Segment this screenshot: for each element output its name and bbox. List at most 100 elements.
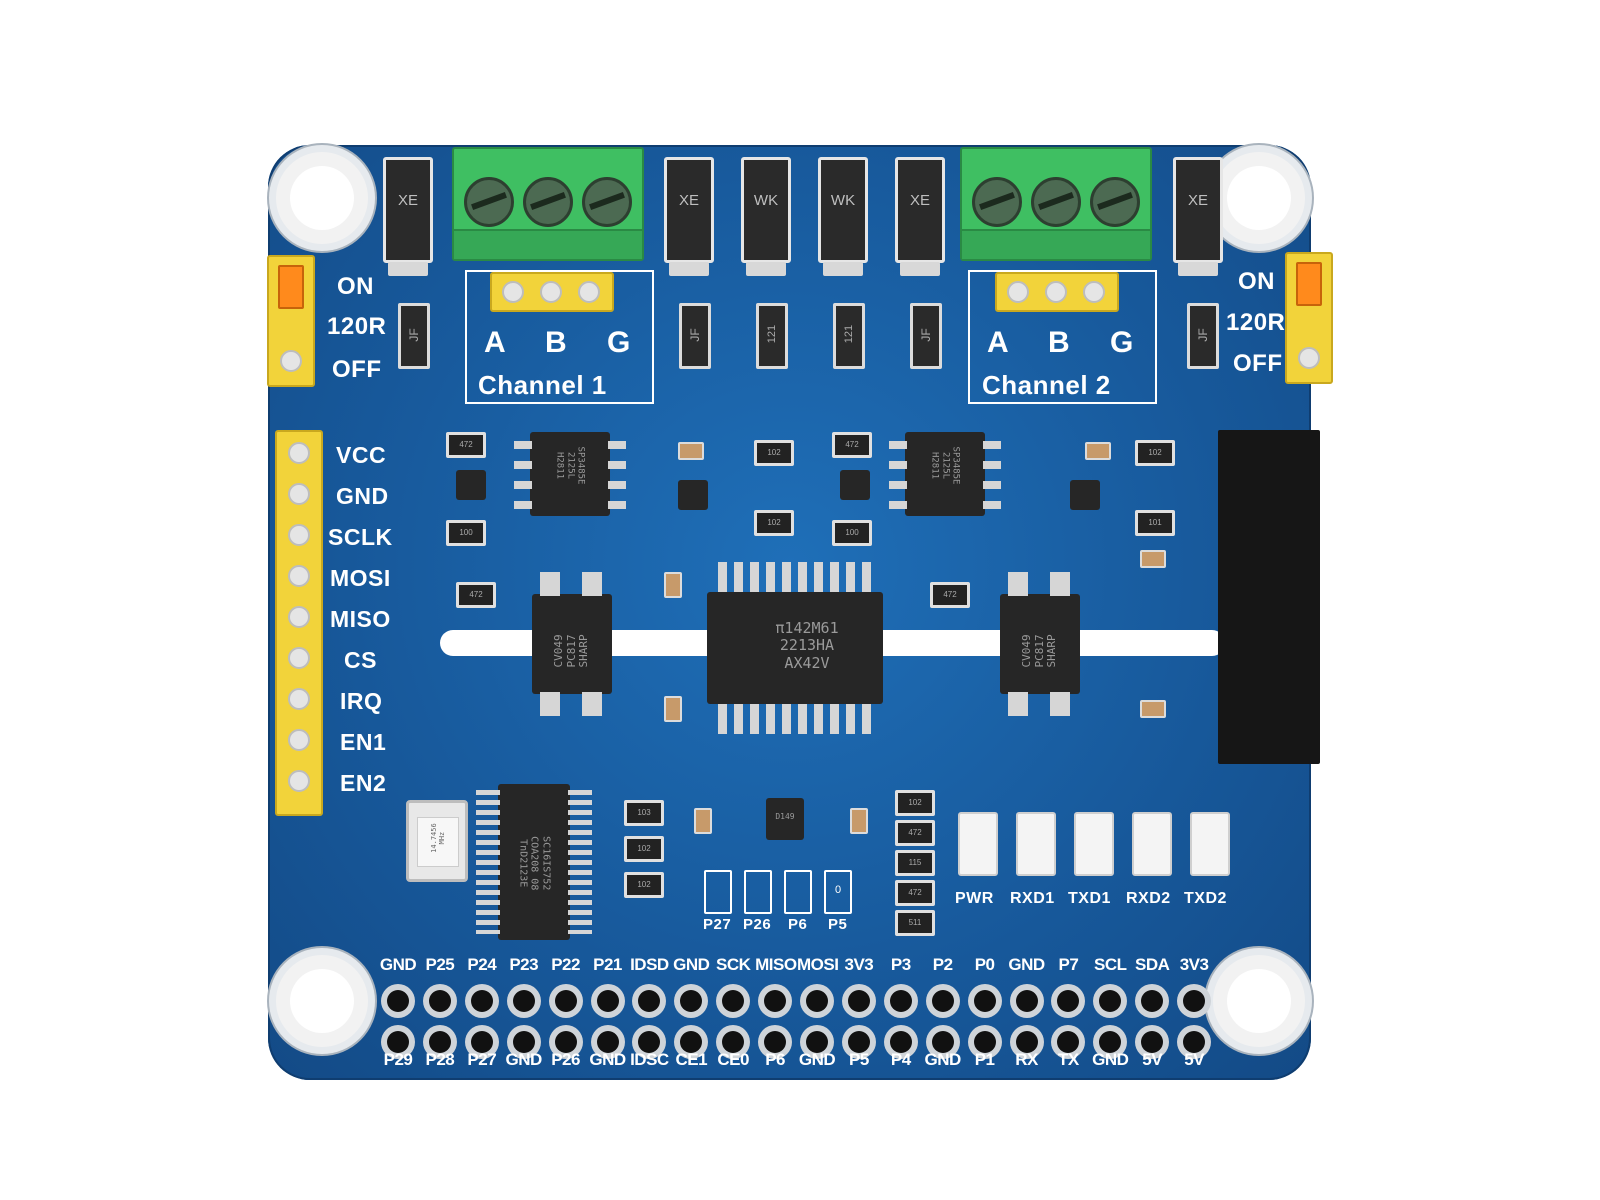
- channel-2-label: Channel 2: [982, 370, 1111, 400]
- header-label-en1: EN1: [340, 729, 387, 755]
- crystal-marking-line: MHz: [438, 831, 446, 845]
- gpio-pin-hole: [1015, 1031, 1038, 1053]
- gpio-top-label: P25: [425, 955, 455, 974]
- channel-1-pin-a: A: [484, 326, 507, 359]
- mounting-hole-top-right: [1213, 152, 1305, 244]
- diode-marking: WK: [830, 192, 856, 209]
- led-label-txd1: TXD1: [1068, 890, 1111, 907]
- header-pin: [288, 524, 310, 546]
- chip-leg: [608, 481, 626, 489]
- smd-capacitor: [678, 442, 704, 460]
- gpio-pin-hole: [764, 1031, 787, 1053]
- gpio-pin-hole: [1015, 990, 1038, 1012]
- clamp-diode: WK: [818, 157, 868, 276]
- chip-leg: [1050, 692, 1070, 716]
- smd-resistor: 472: [446, 432, 486, 458]
- chip-marking-line: CV049: [552, 634, 566, 668]
- crystal-marking-line: 14.7456: [429, 823, 438, 853]
- chip-leg: [608, 441, 626, 449]
- chip-marking: CV049 PC817 SHARP: [1020, 615, 1059, 687]
- gpio-bottom-label: IDSC: [630, 1050, 669, 1069]
- led-pwr: [958, 812, 998, 876]
- channel-2-pin-a: A: [987, 326, 1010, 359]
- chip-marking: SP3485E 2125L H2811: [929, 434, 961, 498]
- header-pin: [288, 606, 310, 628]
- termination-off-label-left: OFF: [332, 356, 382, 383]
- chip-marking-line: SC16IS752: [540, 836, 552, 891]
- gpio-top-label: GND: [673, 955, 710, 974]
- header-pin: [1007, 281, 1029, 303]
- gpio-pin-hole: [638, 990, 661, 1012]
- chip-marking-line: TnD2123E: [517, 839, 529, 888]
- rs485-transceiver-chip-2: SP3485E 2125L H2811: [905, 432, 985, 516]
- solder-pad-bridged-value: 0: [834, 884, 842, 896]
- gpio-pin-hole: [1057, 1031, 1080, 1053]
- led-rxd2: [1132, 812, 1172, 876]
- solder-pad-p27: [704, 870, 732, 914]
- diode-marking: XE: [909, 192, 930, 209]
- gpio-top-label: 3V3: [1179, 955, 1209, 974]
- gpio-pin-hole: [387, 990, 409, 1012]
- chip-leg: [514, 461, 532, 469]
- chip-marking-line: SP3485E: [575, 446, 586, 485]
- gpio-bottom-label: P6: [765, 1050, 785, 1069]
- channel-1-pin-header: [490, 272, 614, 312]
- gpio-bottom-label: P29: [383, 1050, 413, 1069]
- resistor-121: 121: [756, 303, 788, 369]
- chip-leg: [514, 441, 532, 449]
- gpio-pin-hole: [387, 1031, 409, 1053]
- diode-marking: XE: [1187, 192, 1208, 209]
- termination-jumper-left[interactable]: [267, 255, 315, 387]
- header-label-en2: EN2: [340, 770, 387, 796]
- termination-jumper-right[interactable]: [1285, 252, 1333, 384]
- chip-marking-line: 2125L: [940, 451, 951, 480]
- gpio-pin-hole: [1183, 990, 1206, 1012]
- chip-marking-line: π142M61: [775, 619, 839, 637]
- sot-transistor: [456, 470, 486, 500]
- chip-marking: SP3485E 2125L H2811: [554, 434, 586, 498]
- header-pin: [1298, 347, 1320, 369]
- header-pin: [288, 483, 310, 505]
- pad-label-p5: P5: [828, 916, 848, 933]
- led-rxd1: [1016, 812, 1056, 876]
- gpio-bottom-label: CE0: [717, 1050, 749, 1069]
- smd-resistor: 102: [754, 440, 794, 466]
- chip-leg: [1008, 572, 1028, 596]
- diode-marking: WK: [753, 192, 779, 209]
- terminal-screw-icon: [523, 177, 573, 227]
- smd-resistor: 472: [895, 820, 935, 846]
- gpio-pin-hole: [470, 1031, 493, 1053]
- header-pin: [502, 281, 524, 303]
- smd-resistor: 102: [895, 790, 935, 816]
- header-label-gnd: GND: [336, 483, 389, 509]
- gpio-bottom-label: 5V: [1142, 1050, 1163, 1069]
- led-txd2: [1190, 812, 1230, 876]
- header-pin: [1045, 281, 1067, 303]
- gpio-top-label: 3V3: [844, 955, 874, 974]
- gpio-pin-hole: [889, 990, 912, 1012]
- uart-expander-chip: SC16IS752 COA208 08 TnD2123E: [498, 784, 570, 940]
- smd-resistor: 511: [895, 910, 935, 936]
- fuse-marking: JF: [688, 328, 702, 342]
- gpio-pin-hole: [847, 1031, 870, 1053]
- chip-marking: CV049 PC817 SHARP: [552, 615, 591, 687]
- chip-leg: [1050, 572, 1070, 596]
- gpio-top-label: P7: [1058, 955, 1079, 974]
- header-pin: [288, 565, 310, 587]
- gpio-bottom-label: GND: [589, 1050, 626, 1069]
- gpio-top-label: P22: [551, 955, 580, 974]
- gpio-top-label: MOSI: [797, 955, 839, 974]
- gpio-bottom-label: GND: [924, 1050, 962, 1069]
- gpio-pin-hole: [847, 990, 870, 1012]
- gpio-bottom-label: P1: [974, 1050, 995, 1069]
- jumper-cap: [278, 265, 304, 309]
- resistor-marking: 121: [766, 324, 778, 344]
- uart-chip-legs-left: [476, 790, 500, 934]
- channel-2-silk-box: [968, 270, 1157, 404]
- gpio-pin-hole: [470, 990, 493, 1012]
- gpio-bottom-label: TX: [1058, 1050, 1079, 1069]
- gpio-bottom-label: P4: [890, 1050, 911, 1069]
- chip-marking-line: 2213HA: [779, 636, 835, 655]
- termination-on-label-left: ON: [337, 273, 374, 300]
- gpio-top-label: P23: [509, 955, 539, 974]
